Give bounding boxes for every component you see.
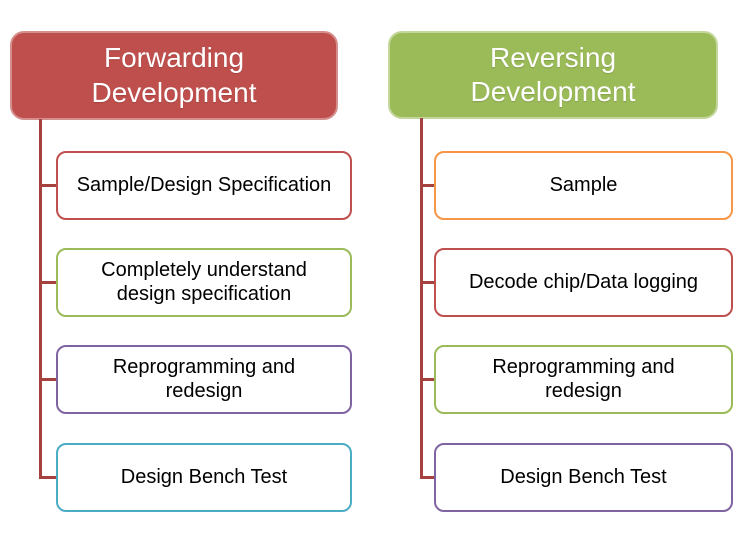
node-reprogramming-and-redesign: Reprogramming and redesign — [56, 345, 352, 414]
node-sample: Sample — [434, 151, 733, 220]
node-design-bench-test: Design Bench Test — [56, 443, 352, 512]
connector-vertical-line — [39, 119, 42, 478]
connector-stub — [420, 378, 435, 381]
connector-stub — [420, 476, 435, 479]
connector-stub — [39, 184, 57, 187]
header-forwarding-development: Forwarding Development — [10, 31, 338, 120]
node-sample-design-specification: Sample/Design Specification — [56, 151, 352, 220]
node-completely-understand-design-specification: Completely understand design specificati… — [56, 248, 352, 317]
node-decode-chip-data-logging: Decode chip/Data logging — [434, 248, 733, 317]
connector-stub — [420, 281, 435, 284]
connector-stub — [39, 378, 57, 381]
node-reprogramming-and-redesign: Reprogramming and redesign — [434, 345, 733, 414]
node-design-bench-test: Design Bench Test — [434, 443, 733, 512]
connector-stub — [39, 281, 57, 284]
connector-vertical-line — [420, 118, 423, 478]
connector-stub — [39, 476, 57, 479]
header-reversing-development: Reversing Development — [388, 31, 718, 119]
connector-stub — [420, 184, 435, 187]
